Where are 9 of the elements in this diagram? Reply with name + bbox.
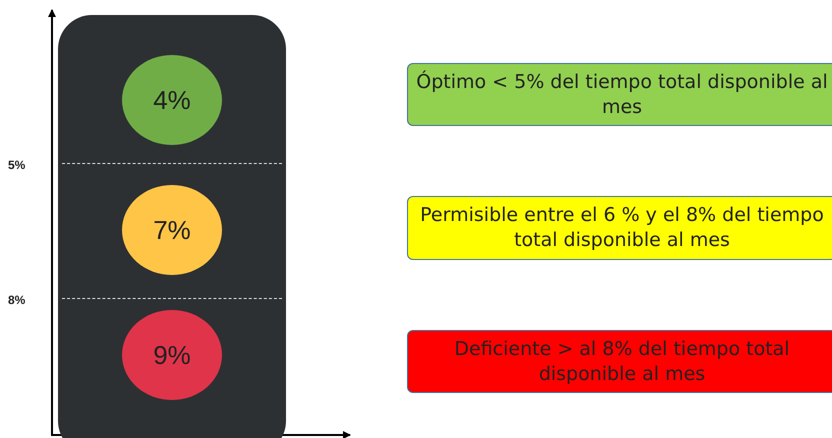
axis-tick-label: 5%	[8, 158, 26, 172]
signal-light: 9%	[122, 310, 222, 400]
traffic-light-housing	[58, 15, 286, 438]
axis-tick-label: 8%	[8, 293, 26, 307]
rating-box: Óptimo < 5% del tiempo total disponible al mes	[407, 63, 832, 126]
signal-light: 4%	[122, 55, 222, 145]
rating-box: Permisible entre el 6 % y el 8% del tiempo total disponible al mes	[407, 196, 832, 260]
signal-light: 7%	[122, 185, 222, 275]
rating-box: Deficiente > al 8% del tiempo total disponible al mes	[407, 330, 832, 393]
